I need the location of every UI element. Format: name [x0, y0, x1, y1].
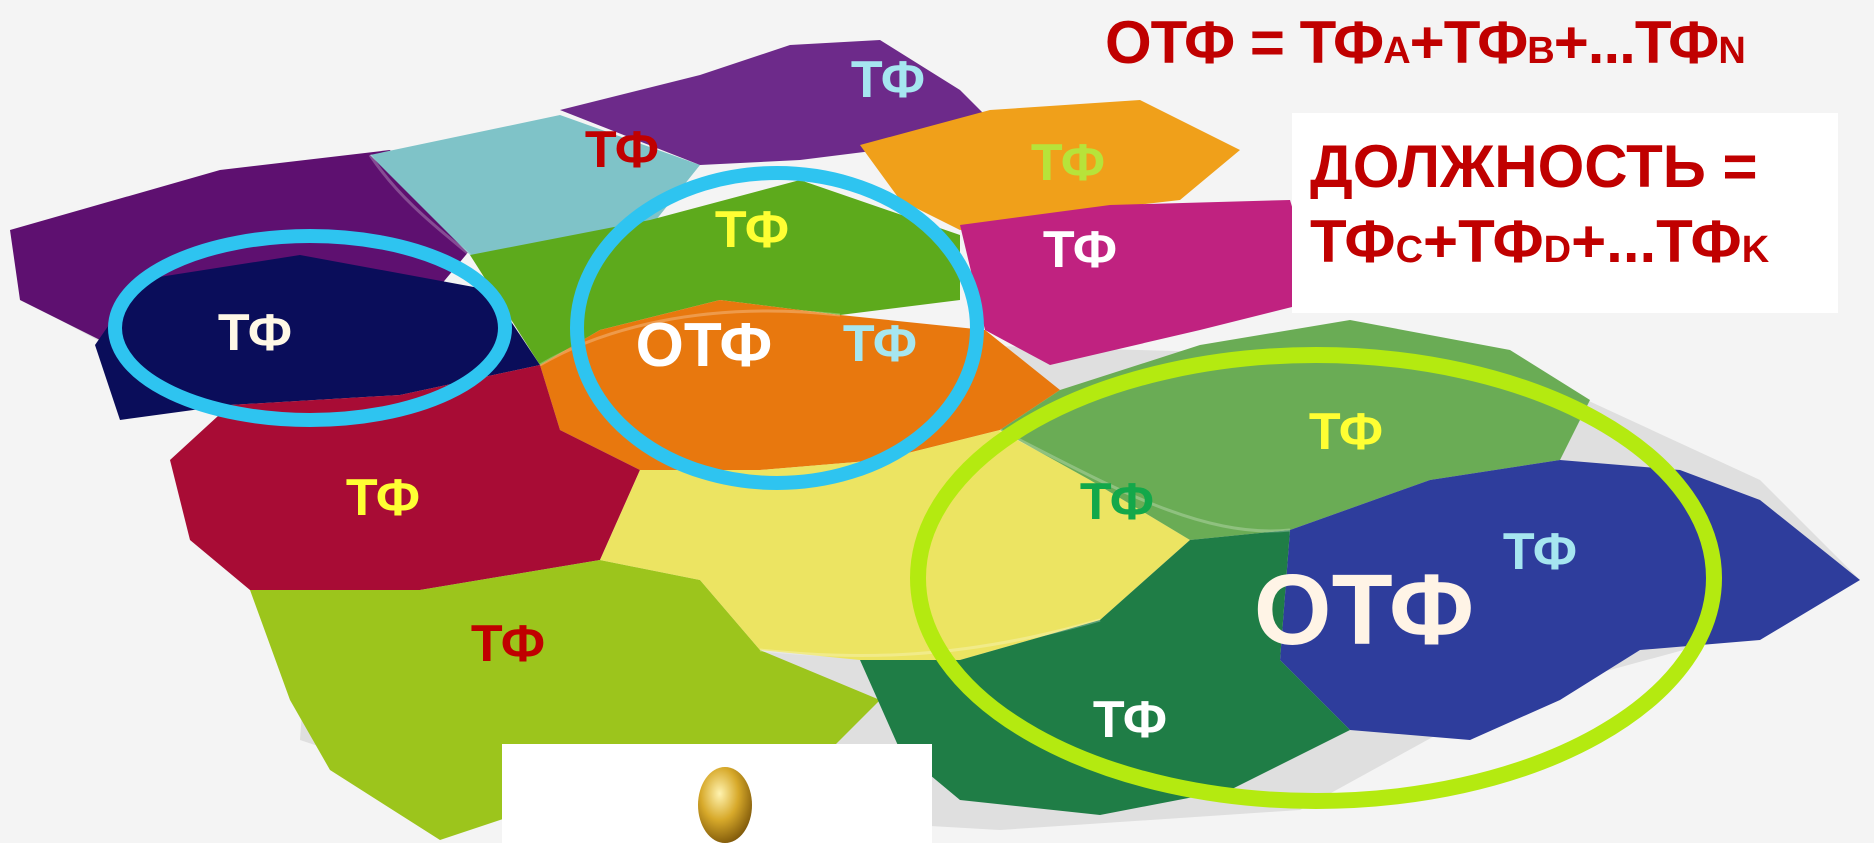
golden-egg-icon [698, 767, 752, 843]
piece-teal [370, 115, 700, 255]
formula-position-term-d: ТФ [1458, 208, 1544, 275]
piece-magenta [960, 200, 1320, 365]
formula-otf-sub-b: B [1527, 30, 1554, 72]
formula-otf-term-n: ТФ [1634, 9, 1720, 76]
tf-label-teal: ТФ [584, 121, 660, 179]
formula-otf: ОТФ = ТФA+ТФB+...ТФN [1105, 8, 1746, 77]
tf-label-green: ТФ [714, 201, 790, 259]
formula-position-sub-k: K [1741, 229, 1770, 271]
tf-label-yellow: ТФ [1079, 473, 1155, 531]
formula-otf-term-a: ТФ [1299, 9, 1385, 76]
tf-label-orange: ТФ [1030, 134, 1106, 192]
formula-otf-lhs: ОТФ [1105, 9, 1235, 76]
piece-blue [1280, 460, 1860, 740]
formula-position-line2: ТФC+ТФD+...ТФK [1310, 204, 1838, 279]
ring-blue-center [570, 166, 984, 490]
ring-blue-left [108, 229, 512, 427]
formula-position-box: ДОЛЖНОСТЬ = ТФC+ТФD+...ТФK [1292, 113, 1838, 313]
tf-label-purple: ТФ [850, 51, 926, 109]
formula-otf-eq: = [1234, 9, 1300, 76]
piece-purple [560, 40, 1000, 165]
tf-label-magenta: ТФ [1042, 221, 1118, 279]
formula-position-sub-d: D [1543, 229, 1572, 271]
piece-seams [368, 154, 1291, 658]
formula-otf-sub-a: A [1383, 30, 1410, 72]
otf-label-right: ОТФ [1253, 554, 1475, 666]
tf-label-dark-green: ТФ [1092, 691, 1168, 749]
tf-label-sage: ТФ [1308, 403, 1384, 461]
piece-orange [860, 100, 1240, 230]
formula-position-sub-c: C [1395, 229, 1424, 271]
formula-otf-dots: +... [1553, 9, 1636, 76]
tf-label-lime: ТФ [470, 615, 546, 673]
formula-position-term-c: ТФ [1310, 208, 1396, 275]
tf-label-orange-center: ТФ [842, 315, 918, 373]
ring-green-right [910, 347, 1722, 809]
otf-label-center: ОТФ [635, 311, 773, 380]
formula-position-term-k: ТФ [1656, 208, 1742, 275]
piece-navy [95, 255, 540, 420]
tf-label-navy: ТФ [217, 304, 293, 362]
piece-dark-green [860, 530, 1350, 815]
formula-otf-term-b: ТФ [1443, 9, 1529, 76]
piece-lime [250, 560, 880, 840]
piece-green [470, 180, 960, 365]
formula-position-plus: + [1423, 208, 1459, 275]
formula-position-dots: +... [1571, 208, 1657, 275]
formula-otf-plus: + [1409, 9, 1445, 76]
formula-position-line1: ДОЛЖНОСТЬ = [1310, 133, 1758, 200]
tf-label-blue: ТФ [1502, 523, 1578, 581]
tf-label-crimson: ТФ [345, 469, 421, 527]
formula-otf-sub-n: N [1718, 30, 1745, 72]
